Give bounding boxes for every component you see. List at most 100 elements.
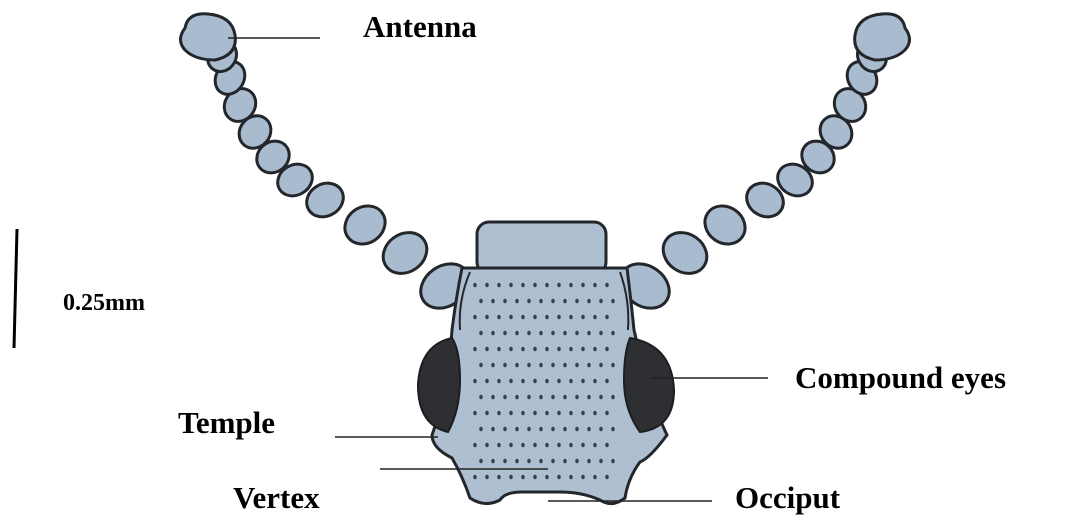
antenna-label: Antenna [363,9,477,44]
texture-dot [509,411,513,416]
texture-dot [593,443,597,448]
scale-bar [14,229,17,348]
texture-dot [611,363,615,368]
texture-dot [521,283,525,288]
texture-dot [527,459,531,464]
texture-dot [557,347,561,352]
texture-dot [575,395,579,400]
texture-dot [605,379,609,384]
texture-dot [551,427,555,432]
texture-dot [605,411,609,416]
texture-dot [593,475,597,480]
texture-dot [509,347,513,352]
texture-dot [563,299,567,304]
texture-dot [557,283,561,288]
texture-dot [539,331,543,336]
texture-dot [533,443,537,448]
texture-dot [575,427,579,432]
texture-dot [473,315,477,320]
texture-dot [497,283,501,288]
texture-dot [593,411,597,416]
texture-dot [605,283,609,288]
texture-dot [491,299,495,304]
texture-dot [491,331,495,336]
texture-dot [491,363,495,368]
texture-dot [599,331,603,336]
compound-eyes-label: Compound eyes [795,360,1006,395]
texture-dot [551,331,555,336]
texture-dot [557,411,561,416]
texture-dot [491,395,495,400]
texture-dot [569,347,573,352]
texture-dot [569,283,573,288]
texture-dot [533,347,537,352]
texture-dot [581,315,585,320]
texture-dot [593,283,597,288]
texture-dot [521,475,525,480]
texture-dot [503,459,507,464]
texture-dot [527,331,531,336]
texture-dot [569,315,573,320]
texture-dot [473,443,477,448]
texture-dot [539,395,543,400]
texture-dot [533,411,537,416]
texture-dot [473,475,477,480]
texture-dot [533,379,537,384]
texture-dot [569,379,573,384]
texture-dot [473,347,477,352]
texture-dot [485,315,489,320]
texture-dot [533,315,537,320]
texture-dot [533,283,537,288]
texture-dot [479,459,483,464]
texture-dot [545,475,549,480]
texture-dot [521,443,525,448]
texture-dot [503,395,507,400]
texture-dot [581,347,585,352]
occiput-label: Occiput [735,480,841,515]
texture-dot [503,363,507,368]
texture-dot [557,443,561,448]
texture-dot [569,411,573,416]
texture-dot [497,411,501,416]
texture-dot [515,459,519,464]
texture-dot [509,443,513,448]
texture-dot [545,283,549,288]
texture-dot [557,379,561,384]
texture-dot [473,379,477,384]
texture-dot [503,299,507,304]
texture-dot [521,379,525,384]
texture-dot [527,395,531,400]
temple-label: Temple [178,405,275,440]
texture-dot [605,443,609,448]
texture-dot [479,427,483,432]
texture-dot [473,411,477,416]
texture-dot [521,411,525,416]
texture-dot [509,379,513,384]
texture-dot [545,347,549,352]
texture-dot [587,459,591,464]
texture-dot [515,363,519,368]
scale-label: 0.25mm [63,290,145,316]
texture-dot [491,459,495,464]
antenna-segment [375,224,434,282]
texture-dot [527,299,531,304]
texture-dot [539,427,543,432]
texture-dot [581,443,585,448]
texture-dot [599,363,603,368]
texture-dot [503,427,507,432]
texture-dot [497,347,501,352]
texture-dot [485,347,489,352]
texture-dot [587,363,591,368]
texture-dot [611,459,615,464]
antenna-segment [337,198,392,252]
texture-dot [515,427,519,432]
right-antenna [612,14,909,318]
texture-dot [611,427,615,432]
texture-dot [563,331,567,336]
texture-dot [551,459,555,464]
texture-dot [479,395,483,400]
texture-dot [515,395,519,400]
texture-dot [497,315,501,320]
texture-dot [539,299,543,304]
